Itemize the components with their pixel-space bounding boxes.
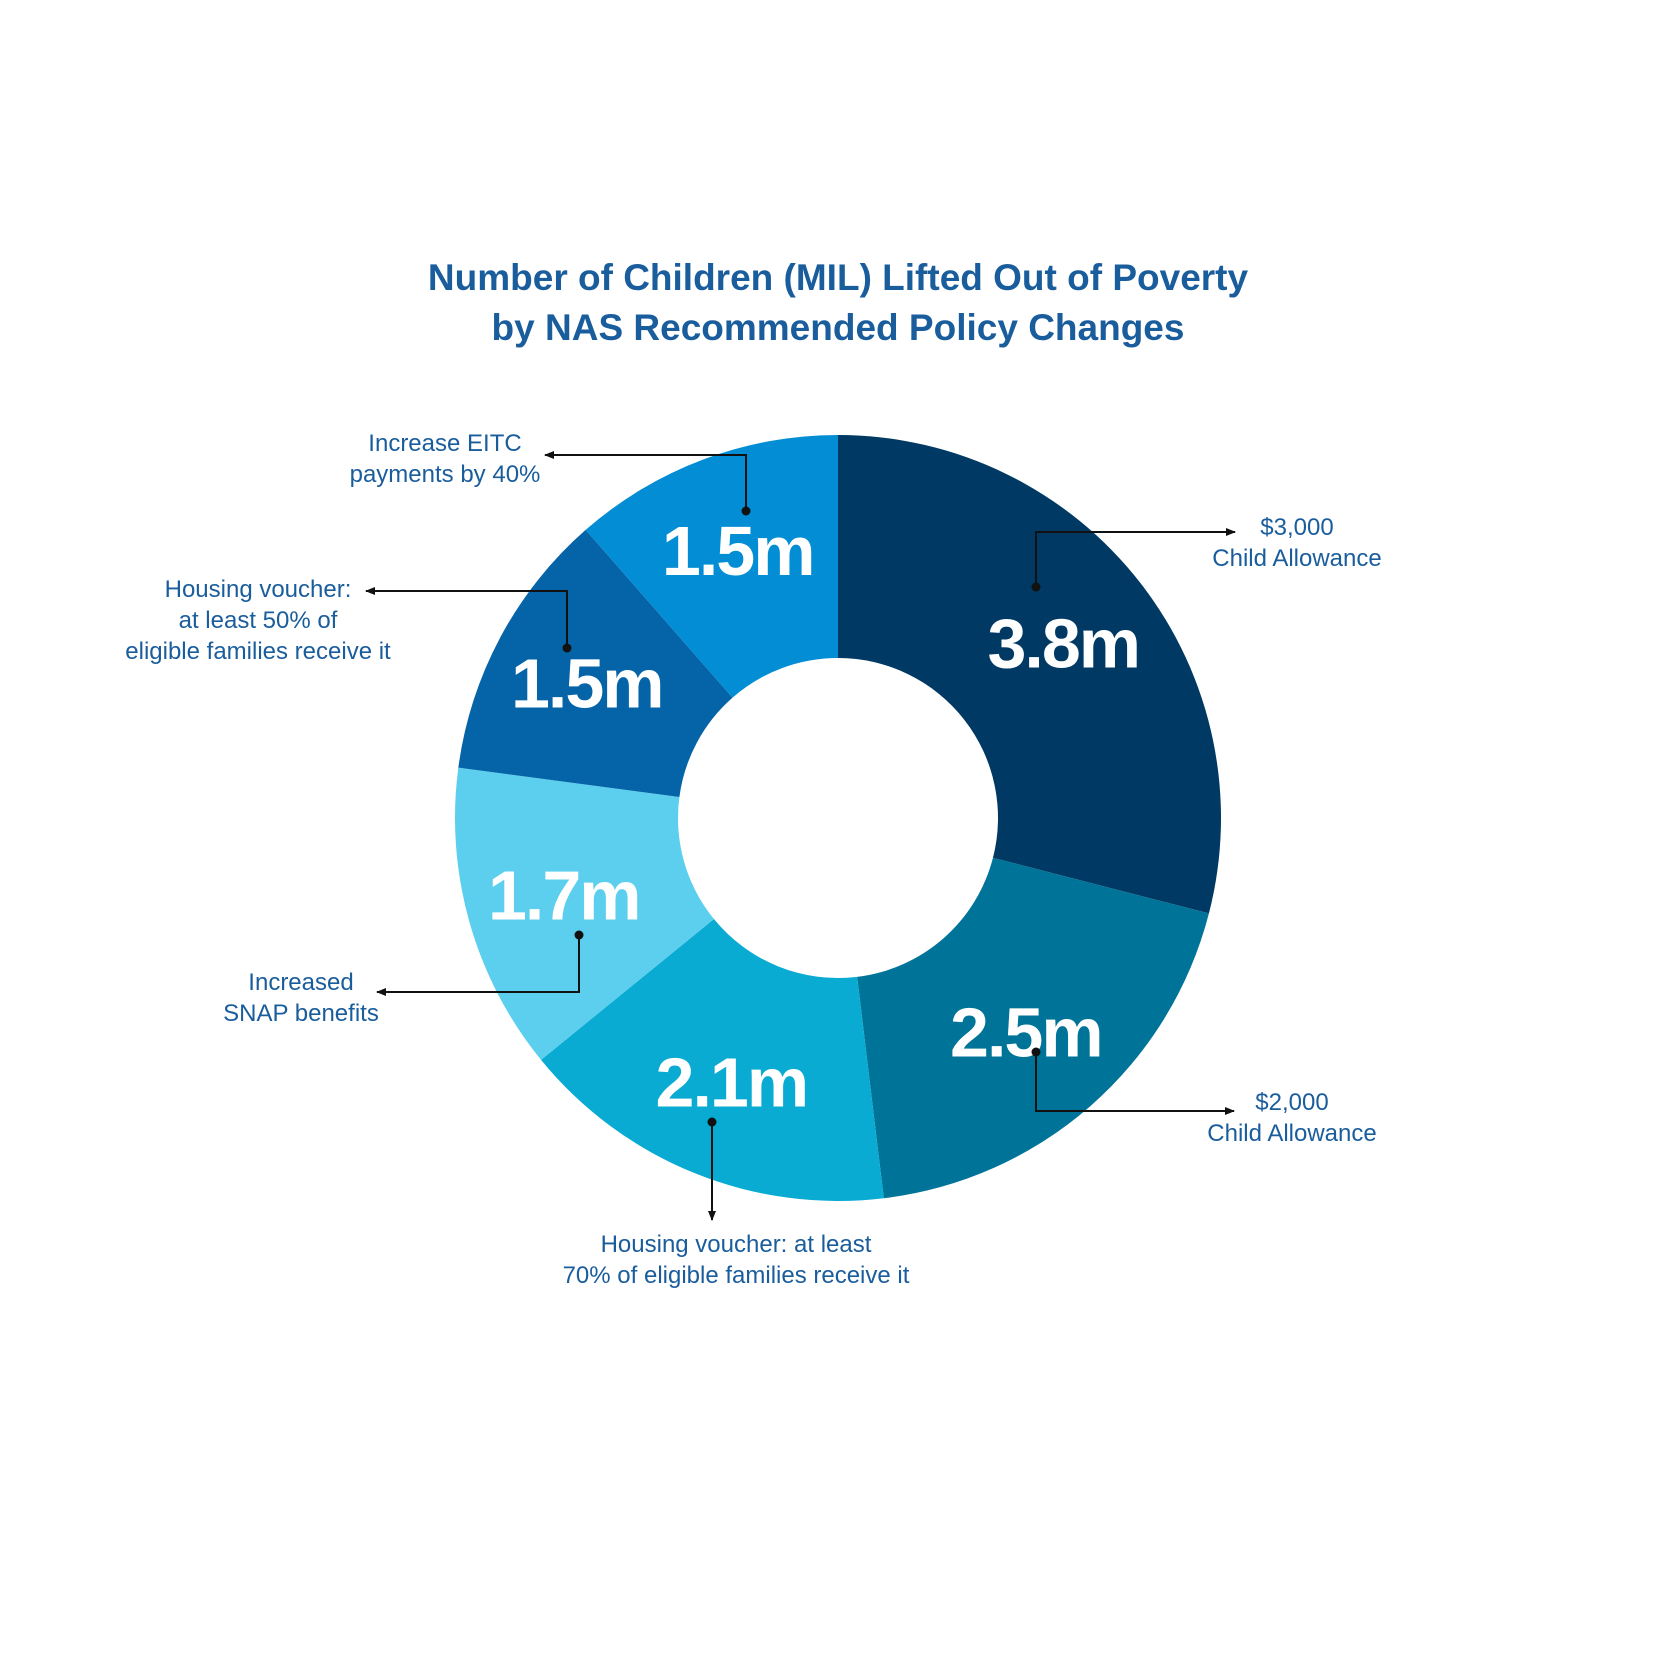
slice-category-label-line: Housing voucher: (165, 576, 352, 603)
slice-category-label-line: $3,000 (1260, 514, 1333, 541)
donut-slice (458, 529, 733, 797)
leader-dot (741, 506, 751, 516)
slice-category-label-line: $2,000 (1255, 1089, 1328, 1116)
leader-line (365, 587, 568, 648)
slice-value-label: 3.8m (987, 604, 1139, 682)
slice-category-label-line: at least 50% of (179, 607, 338, 634)
leader-line (376, 935, 580, 996)
donut-slice (585, 435, 838, 698)
donut-slice (857, 857, 1209, 1199)
slice-value-label: 1.5m (662, 512, 814, 590)
slice-category-label-line: payments by 40% (350, 461, 541, 488)
slice-value-label: 2.1m (656, 1043, 808, 1121)
slice-value-label: 1.7m (488, 857, 640, 935)
slice-value-label: 2.5m (950, 993, 1102, 1071)
leader-line (1035, 1052, 1235, 1115)
chart-title-line-2: by NAS Recommended Policy Changes (492, 307, 1185, 348)
leader-dot (562, 643, 572, 653)
donut-slice (541, 919, 884, 1201)
chart-title-line-1: Number of Children (MIL) Lifted Out of P… (428, 257, 1249, 298)
slice-category-label-line: Housing voucher: at least (601, 1231, 872, 1258)
slice-category-label-line: Increase EITC (368, 430, 521, 457)
donut-slice (838, 435, 1222, 914)
slice-value-labels: 3.8m 2.5m 2.1m 1.7m 1.5m 1.5m (488, 512, 1141, 1121)
slice-category-label-line: eligible families receive it (125, 638, 391, 665)
slice-category-label-line: SNAP benefits (223, 1000, 379, 1027)
slice-value-label: 1.5m (511, 644, 663, 722)
slice-category-label: Housing voucher: at least 70% of eligible… (563, 1231, 910, 1289)
slice-category-label: Increase EITC payments by 40% (350, 430, 541, 488)
slice-category-label: Housing voucher: at least 50% of eligible … (125, 576, 391, 665)
slice-category-label-line: Increased (248, 969, 353, 996)
leader-dot (574, 930, 584, 940)
chart-title: Number of Children (MIL) Lifted Out of P… (428, 257, 1249, 348)
leader-dot (1031, 582, 1041, 592)
leader-line (544, 451, 747, 511)
donut-slices (455, 435, 1222, 1201)
slice-category-label-line: Child Allowance (1212, 545, 1381, 572)
donut-slice (455, 767, 714, 1060)
leader-dot (1031, 1047, 1041, 1057)
slice-category-label-line: 70% of eligible families receive it (563, 1262, 910, 1289)
leader-lines (365, 451, 1236, 1221)
leader-line (1035, 528, 1236, 587)
slice-category-label-line: Child Allowance (1207, 1120, 1376, 1147)
leader-dot (707, 1117, 717, 1127)
